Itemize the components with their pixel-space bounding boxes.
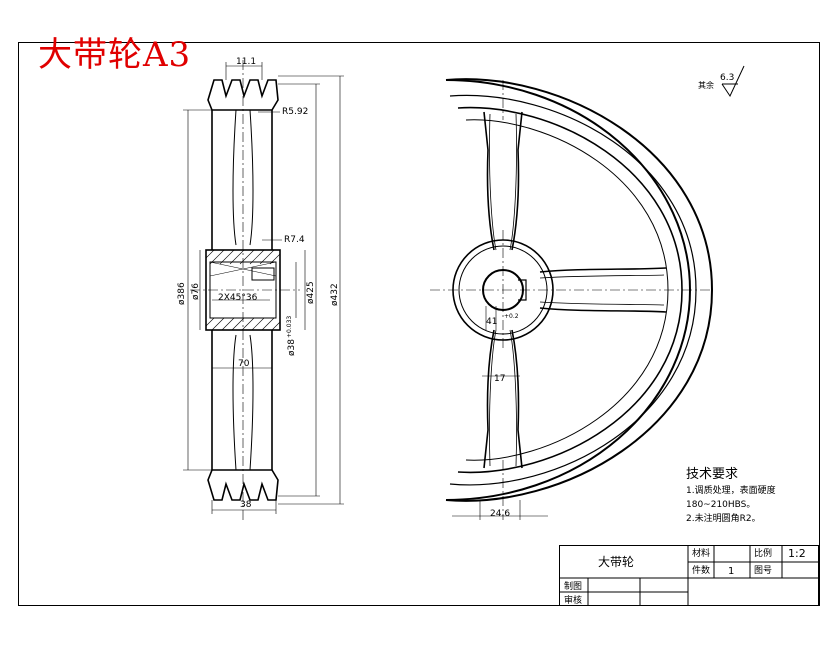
dim-425: ø425 <box>306 281 316 304</box>
drawing-frame <box>18 42 820 606</box>
section-view <box>183 60 344 520</box>
dim-r74: R7.4 <box>284 235 305 245</box>
dim-tol2: +0.2 <box>504 313 519 320</box>
corner-title: 大带轮A3 <box>38 35 192 75</box>
qty-value: 1 <box>728 566 734 577</box>
dim-432: ø432 <box>330 283 340 306</box>
scale-label: 比例 <box>754 547 772 559</box>
dim-41: 41 <box>486 317 497 327</box>
dim-tol: +0.033 <box>286 316 293 338</box>
tech-line-1: 1.调质处理，表面硬度180~210HBS。 <box>686 486 776 510</box>
dim-38: ø38 <box>287 339 297 356</box>
dim-bottom: 38 <box>240 500 252 510</box>
dim-chamfer: 2X45°36 <box>218 293 258 303</box>
checked-label: 审核 <box>564 594 582 606</box>
title-block-lines <box>559 545 819 606</box>
qty-label: 件数 <box>692 564 710 576</box>
dim-top: 11.1 <box>236 57 256 67</box>
dim-70: 70 <box>238 359 250 369</box>
title-block <box>559 545 819 606</box>
material-label: 材料 <box>692 547 710 559</box>
drawing-no-label: 图号 <box>754 565 772 576</box>
surface-finish-label: 其余 <box>698 80 714 90</box>
tech-line-2: 2.未注明圆角R2。 <box>686 514 761 524</box>
part-name: 大带轮 <box>598 555 634 569</box>
drawn-label: 制图 <box>564 580 582 592</box>
dim-17: 17 <box>494 374 505 384</box>
dim-r592: R5.92 <box>282 107 308 117</box>
surface-finish-value: 6.3 <box>720 73 734 83</box>
tech-heading: 技术要求 <box>686 467 739 482</box>
front-view <box>430 65 745 520</box>
technical-requirements: 技术要求 1.调质处理，表面硬度180~210HBS。 2.未注明圆角R2。 <box>686 468 830 526</box>
dim-246: 24.6 <box>490 509 510 519</box>
dim-386: ø386 <box>177 282 187 305</box>
scale-value: 1:2 <box>788 547 806 560</box>
dim-76: ø76 <box>191 283 201 300</box>
